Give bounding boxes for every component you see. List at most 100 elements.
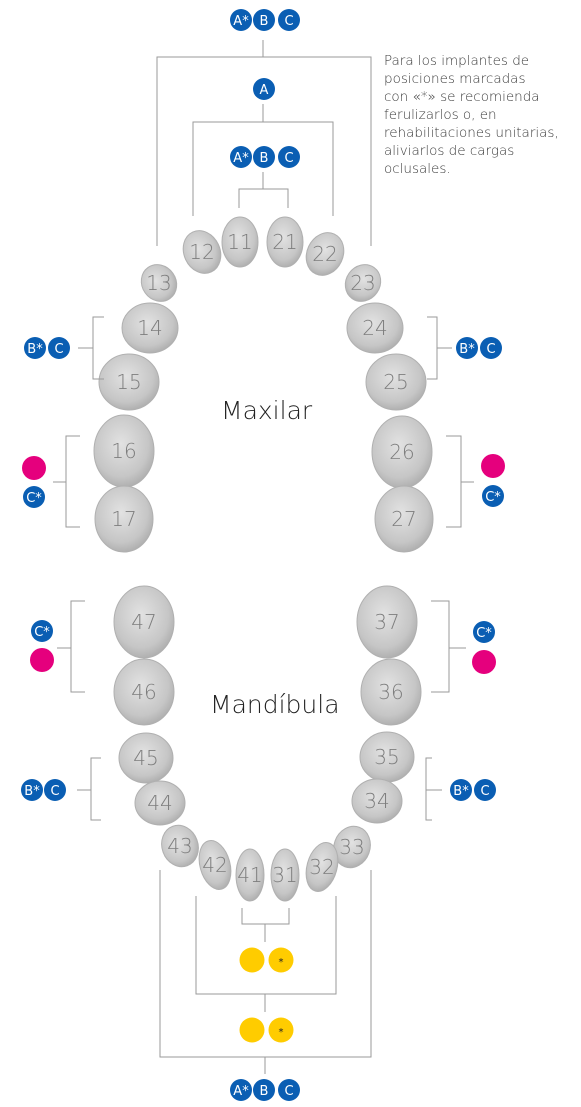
badge-circle: [253, 146, 275, 168]
badge-circle: [239, 947, 265, 973]
tooth-number: 41: [237, 863, 262, 887]
badge-label: B*: [24, 784, 40, 799]
badge-circle: [268, 1017, 294, 1043]
upper-right-molar-bracket: [446, 435, 474, 528]
tooth-number: 14: [137, 316, 162, 340]
lower-tooth-crown: [333, 825, 371, 869]
badge-bottom_mid: [239, 1017, 265, 1043]
note-line: oclusales.: [384, 161, 451, 177]
lower-tooth-crown: [161, 824, 199, 868]
badge-label: *: [279, 957, 284, 968]
badge-label: C: [486, 342, 495, 357]
badge-circle: [481, 454, 505, 478]
tooth-number: 44: [147, 791, 172, 815]
badge-label: A*: [233, 14, 249, 29]
tooth-27: 27: [374, 485, 434, 553]
badge-label: C: [50, 784, 59, 799]
badge-upper_right_premolar: C: [480, 337, 502, 359]
bottom-outer-bracket: [159, 870, 372, 1058]
tooth-47: 47: [113, 585, 175, 659]
lower-tooth-crown: [351, 778, 403, 824]
tooth-number: 26: [389, 440, 414, 464]
badge-lower_right_molar: [472, 650, 496, 674]
tooth-number: 43: [167, 834, 192, 858]
badge-label: C: [284, 151, 293, 166]
lower-tooth-crown: [356, 585, 418, 659]
badge-bottom_outer: B: [253, 1079, 275, 1101]
badge-lower_left_premolar: C: [44, 779, 66, 801]
badge-label: A: [260, 83, 269, 98]
lower-tooth-crown: [360, 658, 422, 726]
lower-left-premolar-bracket: [77, 757, 101, 821]
badge-top_inner: B: [253, 146, 275, 168]
tooth-number: 21: [272, 230, 297, 254]
note-line: posiciones marcadas: [384, 71, 526, 87]
tooth-37: 37: [356, 585, 418, 659]
lower-tooth-crown: [235, 848, 265, 902]
badge-label: B: [260, 14, 269, 29]
top-outer-bracket: [156, 56, 372, 246]
badge-upper_left_premolar: C: [48, 337, 70, 359]
badge-upper_right_premolar: B*: [456, 337, 478, 359]
upper-left-premolar-bracket: [78, 316, 104, 380]
top-inner-bracket: [238, 188, 289, 208]
badge-circle: [22, 456, 46, 480]
tooth-34: 34: [351, 778, 403, 824]
maxilar-label: Maxilar: [221, 396, 313, 425]
lower-tooth-crown: [118, 732, 174, 784]
tooth-31: 31: [270, 848, 300, 902]
badge-circle: [474, 779, 496, 801]
badge-bottom_inner: [239, 947, 265, 973]
tooth-15: 15: [98, 353, 160, 411]
badge-upper_right_molar: [481, 454, 505, 478]
badge-lower_right_premolar: B*: [450, 779, 472, 801]
upper-tooth-crown: [94, 485, 154, 553]
tooth-number: 34: [364, 789, 389, 813]
badge-upper_left_molar: [22, 456, 46, 480]
upper-right-premolar-bracket: [427, 316, 452, 380]
badge-lower_right_premolar: C: [474, 779, 496, 801]
badge-circle: [253, 9, 275, 31]
badge-lower_right_molar: C*: [473, 621, 495, 643]
tooth-12: 12: [182, 230, 222, 274]
tooth-number: 17: [111, 507, 136, 531]
badge-circle: [473, 621, 495, 643]
tooth-16: 16: [93, 414, 155, 488]
upper-tooth-crown: [98, 353, 160, 411]
badge-circle: [44, 779, 66, 801]
badge-circle: [253, 1079, 275, 1101]
badge-label: B: [260, 1084, 269, 1099]
upper-tooth-crown: [374, 485, 434, 553]
badge-upper_left_premolar: B*: [24, 337, 46, 359]
upper-left-molar-bracket: [53, 435, 80, 528]
upper-tooth-crown: [221, 216, 259, 268]
badge-label: C: [54, 342, 63, 357]
tooth-26: 26: [371, 415, 433, 489]
badge-circle: [268, 947, 294, 973]
tooth-13: 13: [140, 264, 178, 302]
badge-top_inner: C: [278, 146, 300, 168]
upper-tooth-crown: [305, 232, 345, 276]
tooth-number: 33: [339, 835, 364, 859]
tooth-21: 21: [266, 216, 304, 268]
badge-bottom_outer: C: [278, 1079, 300, 1101]
tooth-32: 32: [305, 842, 339, 892]
badge-label: C: [284, 14, 293, 29]
tooth-42: 42: [198, 840, 232, 890]
badge-top_outer: B: [253, 9, 275, 31]
badge-label: C*: [34, 625, 50, 640]
badge-lower_left_molar: C*: [31, 620, 53, 642]
tooth-number: 23: [350, 271, 375, 295]
lower-tooth-crown: [113, 658, 175, 726]
note-line: Para los implantes de: [384, 53, 530, 69]
tooth-17: 17: [94, 485, 154, 553]
badge-circle: [239, 1017, 265, 1043]
badge-top_inner: A*: [230, 146, 252, 168]
upper-tooth-crown: [346, 302, 404, 354]
badge-lower_left_premolar: B*: [21, 779, 43, 801]
badge-circle: [31, 620, 53, 642]
lower-tooth-crown: [134, 780, 186, 826]
tooth-number: 42: [202, 853, 227, 877]
